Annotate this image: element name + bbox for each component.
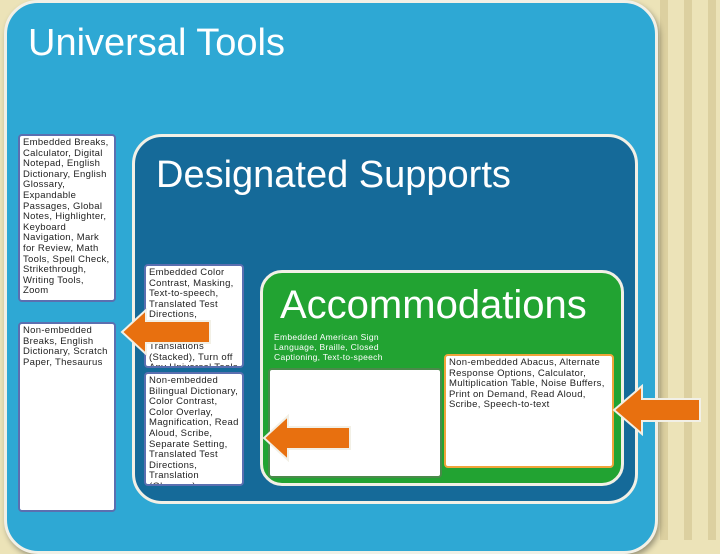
universal-embedded-card: Embedded Breaks, Calculator, Digital Not… [18,134,116,302]
designated-non-embedded-card: Non-embedded Bilingual Dictionary, Color… [144,372,244,486]
universal-non-embedded-text: Non-embedded Breaks, English Dictionary,… [23,325,108,368]
designated-supports-title: Designated Supports [156,154,511,196]
left-arrow-icon [120,308,211,356]
accommodations-embedded-text: Embedded American Sign Language, Braille… [274,332,383,362]
left-arrow-icon [612,384,701,436]
background-stripe [660,0,668,540]
accommodations-non-embedded-card: Non-embedded Abacus, Alternate Response … [444,354,614,468]
accommodations-title: Accommodations [280,283,587,327]
background-stripe [684,0,692,540]
universal-tools-title: Universal Tools [28,22,285,64]
accommodations-embedded-box [268,368,442,478]
universal-non-embedded-card: Non-embedded Breaks, English Dictionary,… [18,322,116,512]
accommodations-non-embedded-text: Non-embedded Abacus, Alternate Response … [449,357,605,411]
universal-embedded-text: Embedded Breaks, Calculator, Digital Not… [23,137,110,297]
left-arrow-icon [262,414,351,462]
background-stripe [708,0,716,540]
designated-non-embedded-text: Non-embedded Bilingual Dictionary, Color… [149,375,239,484]
